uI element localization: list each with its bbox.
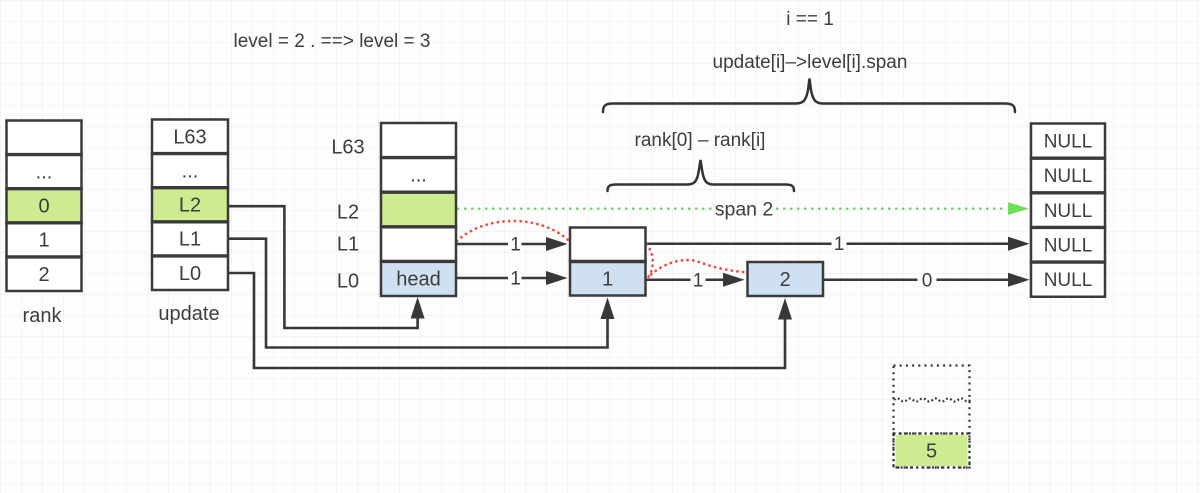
svg-text:1: 1 xyxy=(38,230,49,252)
svg-text:L2: L2 xyxy=(179,195,201,217)
svg-text:0: 0 xyxy=(38,196,49,218)
svg-text:1: 1 xyxy=(693,270,704,291)
svg-text:2: 2 xyxy=(38,264,49,286)
svg-text:L1: L1 xyxy=(179,229,201,251)
svg-text:L63: L63 xyxy=(173,127,206,149)
svg-text:NULL: NULL xyxy=(1044,270,1093,291)
svg-text:0: 0 xyxy=(922,270,933,291)
svg-text:...: ... xyxy=(182,161,199,183)
svg-text:span 2: span 2 xyxy=(715,199,774,221)
svg-text:2: 2 xyxy=(780,269,791,291)
svg-text:...: ... xyxy=(410,165,427,187)
svg-text:i == 1: i == 1 xyxy=(786,9,834,30)
svg-text:NULL: NULL xyxy=(1044,166,1093,187)
svg-text:update[i]–>level[i].span: update[i]–>level[i].span xyxy=(713,52,908,73)
svg-text:L63: L63 xyxy=(331,137,364,159)
svg-text:1: 1 xyxy=(510,269,521,290)
svg-text:1: 1 xyxy=(602,269,613,291)
svg-text:L0: L0 xyxy=(179,263,201,285)
svg-text:NULL: NULL xyxy=(1044,201,1093,222)
svg-text:L1: L1 xyxy=(337,234,359,256)
svg-text:NULL: NULL xyxy=(1044,132,1093,153)
svg-text:rank: rank xyxy=(23,305,63,327)
svg-text:update: update xyxy=(158,303,219,325)
svg-text:5: 5 xyxy=(926,441,937,463)
svg-text:level = 2 . ==> level = 3: level = 2 . ==> level = 3 xyxy=(234,31,431,52)
svg-text:NULL: NULL xyxy=(1044,235,1093,256)
svg-text:L2: L2 xyxy=(337,202,359,224)
svg-text:rank[0] – rank[i]: rank[0] – rank[i] xyxy=(635,130,766,151)
svg-text:1: 1 xyxy=(834,234,845,255)
svg-text:L0: L0 xyxy=(337,271,359,293)
svg-text:head: head xyxy=(396,269,441,291)
svg-text:1: 1 xyxy=(510,235,521,256)
svg-text:...: ... xyxy=(36,162,53,184)
